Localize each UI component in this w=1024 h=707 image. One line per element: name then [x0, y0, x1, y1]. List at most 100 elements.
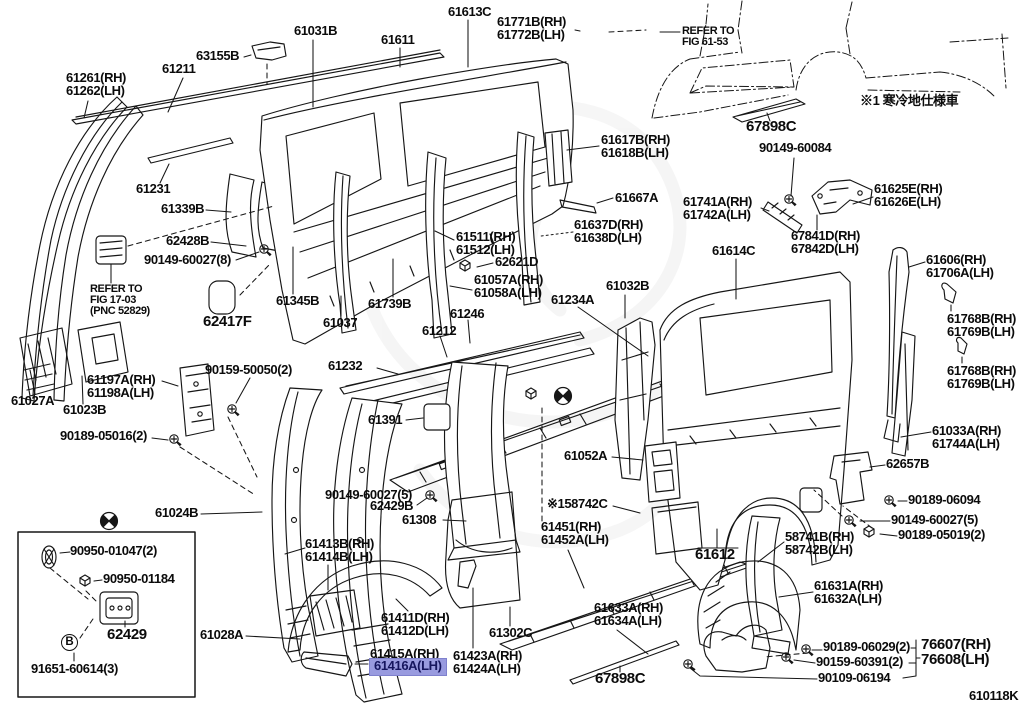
part-label-line: 61769B(LH) [947, 323, 1015, 339]
part-label-p61031B[interactable]: 61031B [294, 24, 338, 38]
part-label-p61768B_2[interactable]: 61768B(RH)61769B(LH) [947, 364, 1016, 391]
part-label-b91651[interactable]: 91651-60614(3) [31, 662, 118, 676]
part-label-p61197A[interactable]: 61197A(RH)61198A(LH) [87, 373, 156, 399]
part-label-line: 61771B(RH) [497, 14, 566, 29]
part-label-p61231[interactable]: 61231 [136, 182, 171, 196]
part-label-p90149_60084[interactable]: 90149-60084 [759, 141, 832, 155]
part-label-line: 61302C [489, 625, 533, 640]
part-label-line: 61413B(RH) [305, 536, 374, 551]
part-label-p61416A[interactable]: 61416A(LH) [369, 658, 447, 676]
part-label-p61451[interactable]: 61451(RH)61452A(LH) [541, 520, 609, 546]
part-label-p61423A[interactable]: 61423A(RH)61424A(LH) [453, 649, 522, 675]
part-label-p61339B[interactable]: 61339B [161, 202, 205, 216]
part-label-line: 90149-60027(5) [325, 487, 412, 502]
part-label-p61246[interactable]: 61246 [450, 307, 485, 321]
part-label-line: 61634A(LH) [594, 612, 662, 628]
part-label-p61667A[interactable]: 61667A [615, 191, 659, 205]
part-label-p62429B[interactable]: 62429B [370, 499, 414, 513]
part-label-p61027A[interactable]: 61027A [11, 393, 55, 408]
part-label-p58741B[interactable]: 58741B(RH)58742B(LH) [785, 530, 854, 557]
part-label-p61024B[interactable]: 61024B [155, 506, 199, 520]
part-label-p90189_06029[interactable]: 90189-06029(2) [823, 640, 910, 654]
part-label-p61345B[interactable]: 61345B [276, 294, 320, 308]
part-label-p61391[interactable]: 61391 [368, 413, 403, 427]
part-label-p61771B[interactable]: 61771B(RH)61772B(LH) [497, 14, 566, 41]
part-label-p90159_50050[interactable]: 90159-50050(2) [205, 363, 292, 377]
part-label-p61617B[interactable]: 61617B(RH)61618B(LH) [601, 133, 670, 159]
part-label-circleB: B [61, 634, 78, 651]
part-label-line: 61613C [448, 4, 492, 19]
part-label-p61302C[interactable]: 61302C [489, 625, 533, 640]
part-label-p90159_60391[interactable]: 90159-60391(2) [816, 654, 903, 669]
part-label-p61023B[interactable]: 61023B [63, 403, 107, 417]
part-label-p67841D[interactable]: 67841D(RH)67842D(LH) [791, 228, 860, 256]
part-label-p61613C[interactable]: 61613C [448, 4, 492, 19]
part-label-p62417F[interactable]: 62417F [203, 313, 252, 330]
part-label-line: FIG 17-03 [90, 294, 136, 306]
part-label-p62428B[interactable]: 62428B [166, 234, 210, 248]
part-label-line: 61027A [11, 393, 55, 408]
part-label-p61631A[interactable]: 61631A(RH)61632A(LH) [814, 578, 883, 605]
part-label-line: 90189-05019(2) [898, 527, 985, 542]
part-label-p90109_06194[interactable]: 90109-06194 [818, 671, 891, 685]
part-label-b90950_01184[interactable]: 90950-01184 [103, 572, 175, 586]
part-label-p90189_05016[interactable]: 90189-05016(2) [60, 429, 147, 443]
part-label-p61633A[interactable]: 61633A(RH)61634A(LH) [594, 601, 663, 628]
part-label-line: 58742B(LH) [785, 541, 853, 557]
part-label-p61261[interactable]: 61261(RH)61262(LH) [66, 70, 126, 97]
part-label-b62429[interactable]: 62429 [107, 626, 147, 643]
part-label-line: 62417F [203, 313, 252, 330]
part-label-p67898C_top[interactable]: 67898C [746, 119, 797, 135]
part-label-p67898C_bot[interactable]: 67898C [595, 671, 646, 687]
part-label-p62657B[interactable]: 62657B [886, 457, 930, 471]
part-label-p62621D[interactable]: 62621D [495, 255, 539, 269]
part-label-p61625E[interactable]: 61625E(RH)61626E(LH) [874, 182, 943, 208]
part-label-p90149_60027_5r[interactable]: 90149-60027(5) [891, 513, 978, 527]
part-label-p158742C[interactable]: ※158742C [547, 497, 608, 511]
part-label-p76607[interactable]: 76607(RH)76608(LH) [921, 637, 991, 667]
part-label-p61212[interactable]: 61212 [422, 324, 457, 338]
part-label-p90189_06094[interactable]: 90189-06094 [908, 493, 981, 507]
part-label-line: 67842D(LH) [791, 240, 859, 256]
part-label-p61413B[interactable]: 61413B(RH)61414B(LH) [305, 536, 374, 563]
part-label-line: 61033A(RH) [932, 423, 1001, 438]
part-label-line: 61631A(RH) [814, 578, 883, 593]
part-label-p61739B[interactable]: 61739B [368, 297, 412, 311]
part-label-line: 63155B [196, 48, 240, 63]
part-label-p90149_60027_8[interactable]: 90149-60027(8) [144, 253, 231, 267]
part-label-b90950_01047[interactable]: 90950-01047(2) [70, 544, 157, 558]
part-label-p61211[interactable]: 61211 [162, 62, 196, 76]
part-label-p61611[interactable]: 61611 [381, 32, 415, 47]
part-label-p61768B_1[interactable]: 61768B(RH)61769B(LH) [947, 312, 1016, 339]
part-label-line: 62429 [107, 626, 147, 643]
part-label-p61415A[interactable]: 61415A(RH) [370, 647, 439, 661]
part-label-p61234A[interactable]: 61234A [551, 293, 595, 307]
part-label-p61606[interactable]: 61606(RH)61706A(LH) [926, 253, 994, 279]
part-label-line: 61744A(LH) [932, 435, 1000, 451]
part-label-p61614C[interactable]: 61614C [712, 244, 756, 258]
part-label-line: 90159-60391(2) [816, 654, 903, 669]
part-label-p61052A[interactable]: 61052A [564, 449, 608, 463]
part-label-p61033A[interactable]: 61033A(RH)61744A(LH) [932, 423, 1001, 451]
part-label-p61032B[interactable]: 61032B [606, 279, 650, 293]
part-label-p61741A[interactable]: 61741A(RH)61742A(LH) [683, 195, 752, 221]
part-label-line: 61612 [695, 546, 735, 563]
part-label-p61612[interactable]: 61612 [695, 546, 735, 563]
part-label-p61511[interactable]: 61511(RH)61512(LH) [456, 230, 516, 256]
part-label-line: 61261(RH) [66, 70, 126, 85]
part-label-p61308[interactable]: 61308 [402, 513, 437, 527]
part-label-p61028A[interactable]: 61028A [200, 628, 244, 642]
part-label-p90189_05019[interactable]: 90189-05019(2) [898, 527, 985, 542]
part-label-p90149_60027_5l[interactable]: 90149-60027(5) [325, 487, 412, 502]
part-label-p61232[interactable]: 61232 [328, 359, 363, 373]
part-label-p61037[interactable]: 61037 [323, 316, 358, 330]
part-label-line: 61611 [381, 32, 415, 47]
part-label-p63155B[interactable]: 63155B [196, 48, 240, 63]
part-label-line: 67841D(RH) [791, 228, 860, 243]
part-label-line: 61769B(LH) [947, 375, 1015, 391]
part-label-p61637D[interactable]: 61637D(RH)61638D(LH) [574, 218, 643, 244]
part-label-p61057A[interactable]: 61057A(RH)61058A(LH) [474, 273, 543, 299]
part-label-p61411D[interactable]: 61411D(RH)61412D(LH) [381, 611, 450, 637]
